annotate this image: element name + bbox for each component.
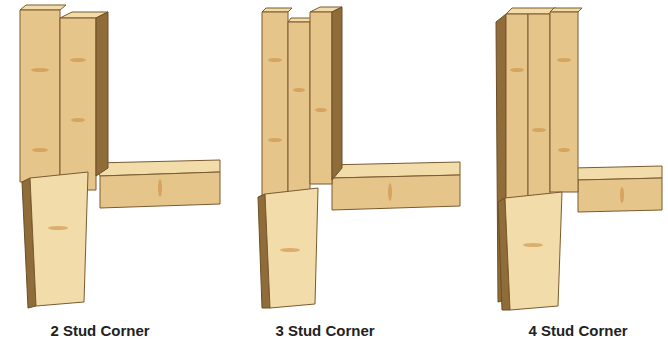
corner-caption: 3 Stud Corner xyxy=(275,322,374,340)
three-stud-corner xyxy=(258,7,460,308)
four-stud-corner xyxy=(496,8,662,310)
corner-caption: 4 Stud Corner xyxy=(528,322,627,340)
corner-caption: 2 Stud Corner xyxy=(50,322,149,340)
two-stud-corner xyxy=(20,5,220,308)
